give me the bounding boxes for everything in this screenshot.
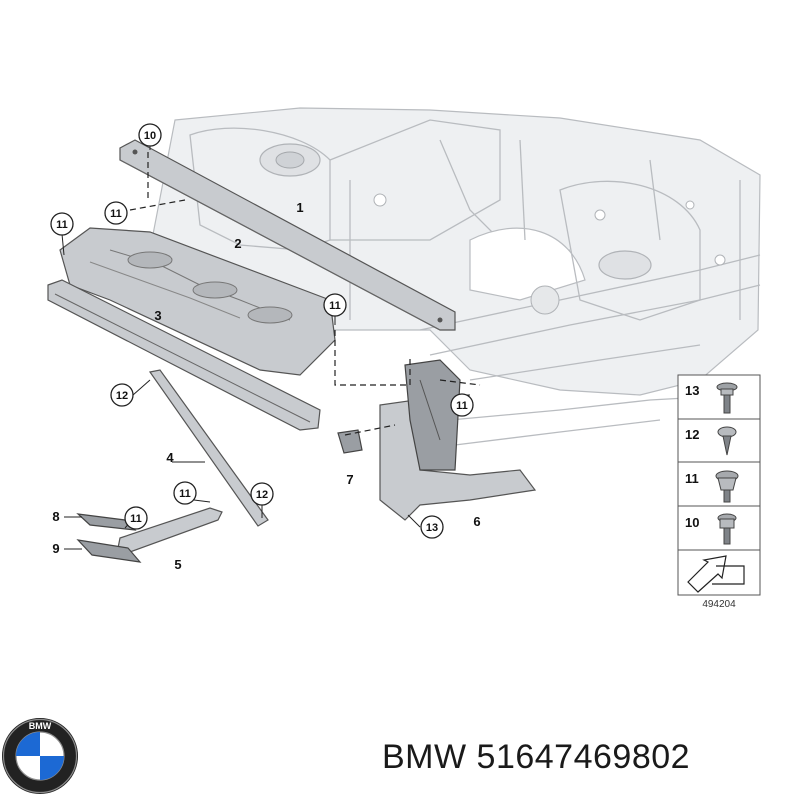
- flange-bolt-icon: [716, 382, 738, 414]
- assembly-dash-lines: [129, 152, 481, 436]
- leader-lines: [61, 145, 470, 550]
- image-code: 494204: [702, 599, 736, 610]
- part-label-5: 5: [174, 557, 181, 572]
- svg-text:11: 11: [329, 300, 341, 312]
- legend-number-10: 10: [685, 515, 699, 530]
- callout-11-d: 11: [450, 393, 474, 417]
- svg-text:12: 12: [116, 390, 128, 402]
- part-1-cross-member: [119, 139, 456, 331]
- part-label-2: 2: [234, 236, 241, 251]
- legend-number-13: 13: [685, 383, 699, 398]
- bmw-logo: BMW: [2, 718, 78, 794]
- part-9-clip: [76, 539, 142, 563]
- part-2-shield-panel: [59, 227, 336, 376]
- part-label-6: 6: [473, 514, 480, 529]
- legend-number-12: 12: [685, 427, 699, 442]
- part-3-lower-bar: [47, 279, 321, 431]
- part-7-tab: [337, 429, 363, 454]
- direction-arrow-icon: [687, 555, 745, 593]
- part-label-1: 1: [296, 200, 303, 215]
- svg-text:10: 10: [144, 130, 156, 142]
- part-label-9: 9: [52, 541, 59, 556]
- svg-text:11: 11: [110, 208, 122, 220]
- part-4-strut-rod: [148, 369, 269, 527]
- svg-text:BMW: BMW: [29, 721, 52, 731]
- legend-number-11: 11: [685, 471, 699, 486]
- part-label-4: 4: [166, 450, 174, 465]
- part-8-clip: [76, 513, 137, 531]
- part-labels: 1 2 3 4 5 6 7 8 9: [52, 200, 480, 572]
- oem-part-number: 51647469802: [476, 738, 691, 776]
- callout-11-e: 11: [173, 481, 197, 505]
- washer-screw-icon: [715, 470, 739, 503]
- callout-12-b: 12: [250, 482, 274, 506]
- svg-text:11: 11: [130, 513, 142, 525]
- screw-icon: [717, 426, 737, 456]
- callout-11-c: 11: [323, 293, 347, 317]
- part-label-8: 8: [52, 509, 59, 524]
- hex-bolt-icon: [717, 513, 737, 545]
- svg-text:13: 13: [426, 522, 438, 534]
- part-6-support-bracket: [379, 359, 537, 521]
- callout-12-a: 12: [110, 383, 134, 407]
- callout-13: 13: [420, 515, 444, 539]
- part-caption: BMW 51647469802: [382, 738, 792, 777]
- svg-text:11: 11: [56, 219, 68, 231]
- callout-11-f: 11: [124, 506, 148, 530]
- fastener-legend: 13 12 11 10: [677, 374, 761, 596]
- svg-text:11: 11: [179, 488, 191, 500]
- part-label-3: 3: [154, 308, 161, 323]
- svg-text:12: 12: [256, 489, 268, 501]
- brand-name: BMW: [382, 738, 467, 776]
- callout-10: 10: [138, 123, 162, 147]
- callout-11-b: 11: [50, 212, 74, 236]
- part-label-7: 7: [346, 472, 353, 487]
- svg-text:11: 11: [456, 400, 468, 412]
- callout-11-a: 11: [104, 201, 128, 225]
